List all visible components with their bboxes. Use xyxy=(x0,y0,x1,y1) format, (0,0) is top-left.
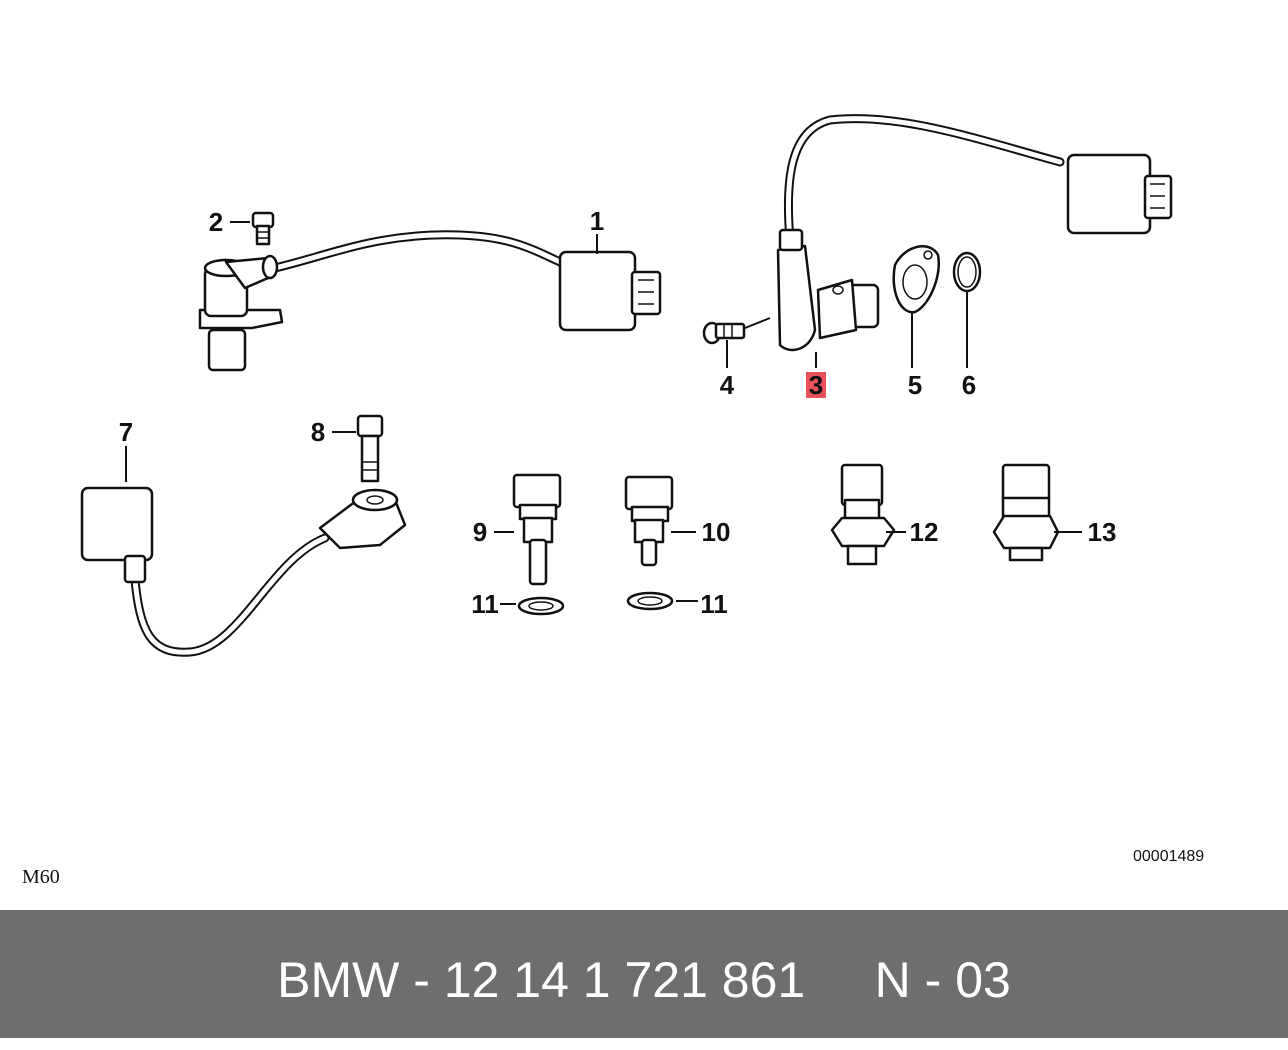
part-1-sensor-assembly xyxy=(198,230,662,372)
callout-1[interactable]: 1 xyxy=(590,206,604,236)
part-8-bolt xyxy=(356,414,384,483)
callout-3[interactable]: 3 xyxy=(809,370,823,400)
callout-3-highlight xyxy=(806,372,826,398)
callout-10[interactable]: 10 xyxy=(702,517,731,547)
model-label: M60 xyxy=(22,866,60,888)
part-12-pressure-switch xyxy=(830,463,896,566)
callout-labels: 1 2 3 4 5 6 7 8 9 10 11 11 12 13 xyxy=(119,206,1117,619)
callout-5[interactable]: 5 xyxy=(908,370,922,400)
callout-13[interactable]: 13 xyxy=(1088,517,1117,547)
part-4-screw xyxy=(702,321,746,345)
part-7-knock-sensor xyxy=(80,486,407,657)
parts-diagram: 1 2 3 4 5 6 7 8 9 10 11 11 12 13 xyxy=(80,114,1173,657)
callout-11-right[interactable]: 11 xyxy=(700,589,728,619)
part-5-gasket xyxy=(892,245,941,314)
part-11-seal-rings xyxy=(517,591,674,616)
part-10-temperature-sender xyxy=(624,475,674,567)
part-number-text: BMW - 12 14 1 721 861 N - 03 xyxy=(277,952,1011,1008)
part-13-pressure-switch xyxy=(992,463,1060,562)
part-3-sensor-assembly xyxy=(776,114,1173,352)
footer-bar: BMW - 12 14 1 721 861 N - 03 xyxy=(0,910,1288,1038)
callout-8[interactable]: 8 xyxy=(311,417,325,447)
callout-2[interactable]: 2 xyxy=(209,207,223,237)
callout-6[interactable]: 6 xyxy=(962,370,976,400)
callout-12[interactable]: 12 xyxy=(910,517,939,547)
part-9-temperature-sender xyxy=(512,473,562,586)
callout-9[interactable]: 9 xyxy=(473,517,487,547)
callout-11-left[interactable]: 11 xyxy=(471,589,499,619)
part-6-o-ring xyxy=(952,251,982,293)
leader-lines xyxy=(125,221,1082,605)
callout-4[interactable]: 4 xyxy=(720,370,735,400)
callout-7[interactable]: 7 xyxy=(119,417,133,447)
part-2-screw xyxy=(251,211,275,246)
diagram-code: 00001489 xyxy=(1133,848,1205,865)
